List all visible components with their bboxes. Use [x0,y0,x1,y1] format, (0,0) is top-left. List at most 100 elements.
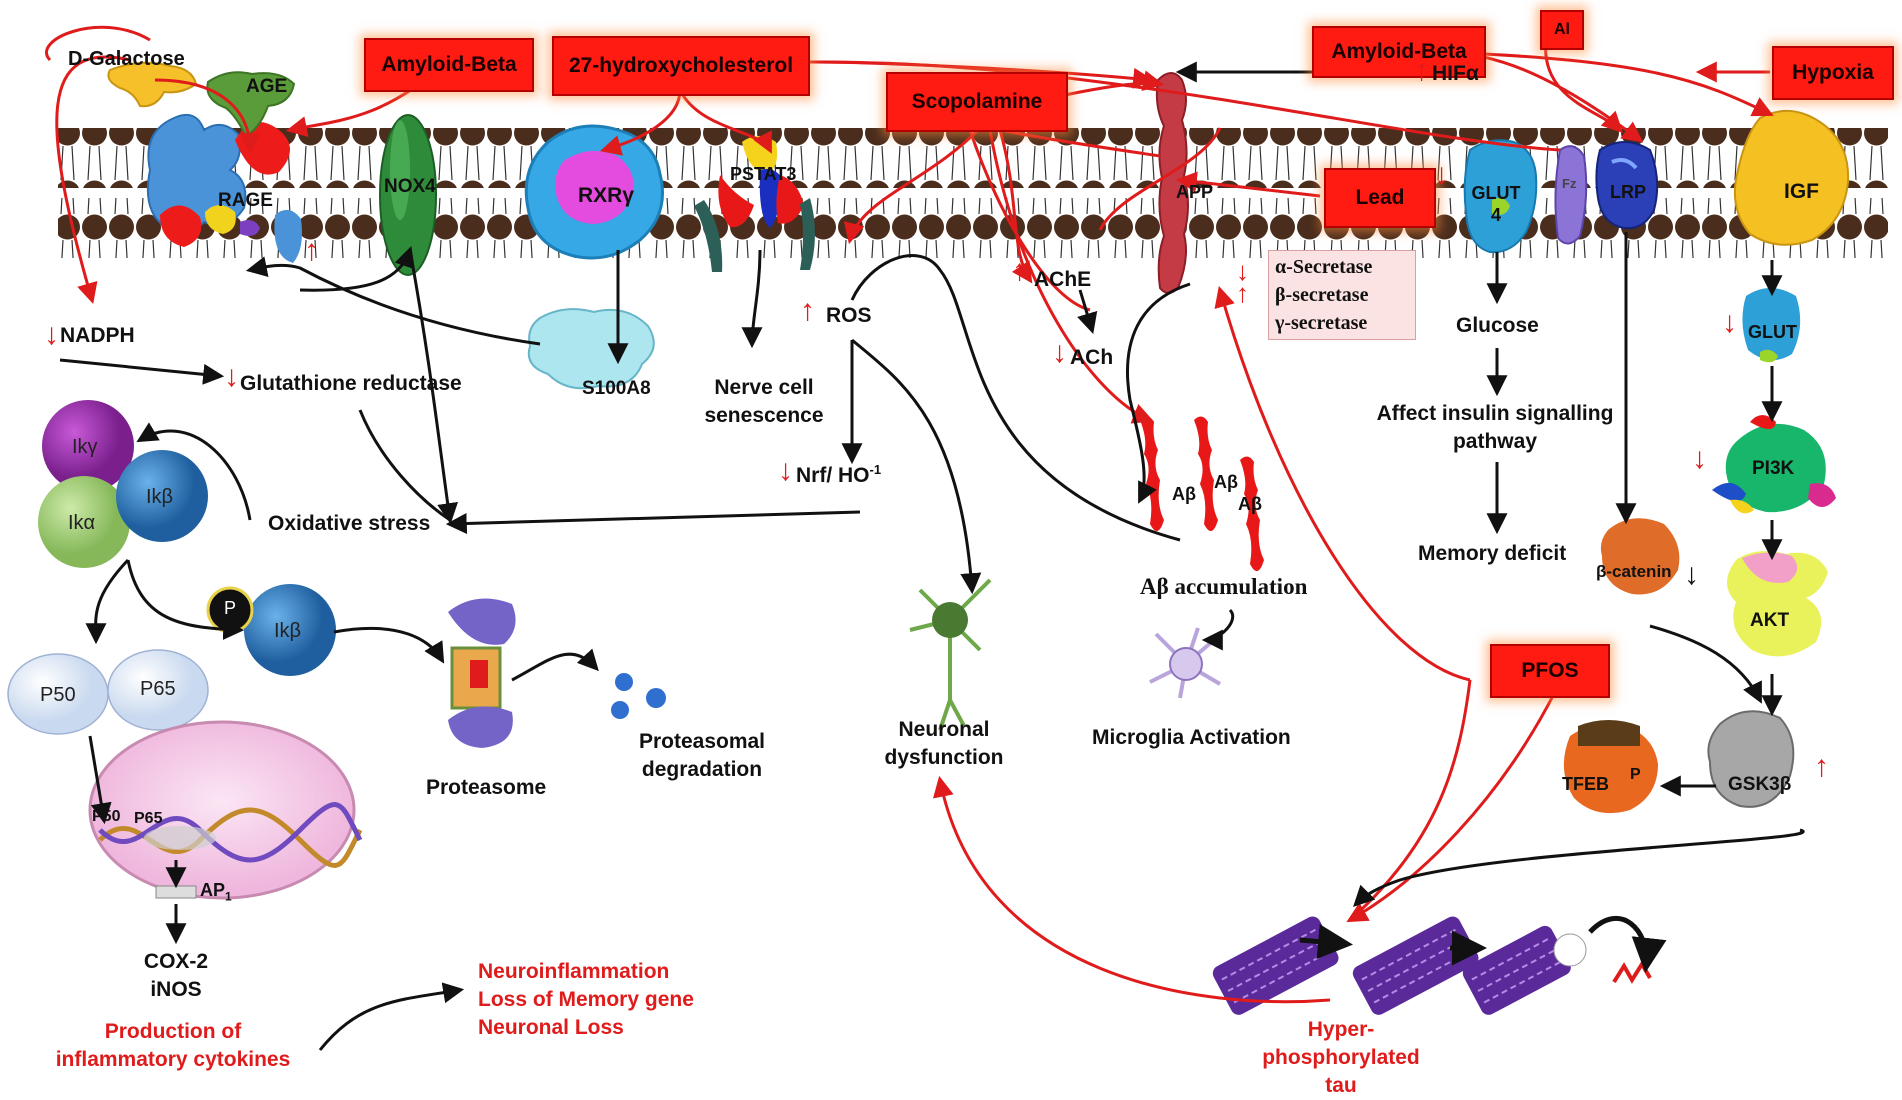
cytokines-label: Production of inflammatory cytokines [55,1020,291,1071]
p65-label: P65 [140,678,176,700]
ros-label: ROS [826,304,872,327]
app-label: APP [1176,182,1214,202]
abeta-label-1: Aβ [1172,484,1196,504]
p50-dna-label: P50 [92,808,121,825]
ap1-subscript: 1 [225,889,232,904]
age-molecule-icon [206,71,296,138]
ik-beta-icon [116,450,208,542]
secretase-list: α-Secretase β-secretase γ-secretase [1268,250,1416,340]
ach-down-arrow: ↓ [1052,336,1067,369]
nadph-down-arrow: ↓ [44,318,59,351]
nox4-label: NOX4 [384,176,436,197]
alpha-secretase-label: α-Secretase [1275,256,1373,278]
microglia-icon [1149,627,1222,699]
phosphate-label: P [224,598,237,618]
glut-label: GLUT [1748,322,1797,342]
gsk3b-up-arrow: ↑ [1814,750,1829,783]
cox2-label: COX-2 [143,950,209,973]
nerve-senescence-label: Nerve cell senescence [704,376,824,427]
s100a8-label: S100A8 [582,378,651,399]
beta-secretase-label: β-secretase [1275,284,1369,306]
microglia-activation-label: Microglia Activation [1092,726,1291,749]
glucose-label: Glucose [1456,314,1539,337]
glutathione-down-arrow: ↓ [224,360,239,393]
memory-deficit-label: Memory deficit [1418,542,1567,565]
nox4-channel-icon [379,114,437,276]
ache-up-arrow: ↑ [1012,254,1027,287]
tfeb-phospho-label: P [1630,766,1641,783]
hif-up-arrow: ↑ [1414,54,1429,87]
proteasome-icon [448,598,516,748]
lrp-receptor-icon [1595,141,1659,230]
rxr-label: RXRγ [578,184,635,207]
glutathione-label: Glutathione reductase [240,372,462,395]
lrp-label: LRP [1610,182,1646,202]
abeta-label-3: Aβ [1238,494,1262,514]
inos-label: iNOS [150,978,202,1001]
nfkb-complex [7,400,336,735]
memory-gene-loss-label: Loss of Memory gene [478,988,694,1011]
ik-alpha-icon [38,476,130,568]
pathway-diagram [7,25,1888,1051]
ache-label: AChE [1034,268,1092,291]
rage-label: RAGE [218,190,273,211]
d-galactose-molecule-icon [107,61,198,108]
glut4-down-arrow: ↓ [1434,158,1449,191]
al-stimulus: Al [1540,10,1584,50]
abeta-label-2: Aβ [1214,472,1238,492]
ik-beta-phospho-label: Ikβ [274,620,302,642]
ach-label: ACh [1070,346,1114,369]
igf-label: IGF [1784,180,1819,203]
scopolamine-stimulus: Scopolamine [886,72,1068,132]
pfos-stimulus: PFOS [1490,644,1610,698]
age-label: AGE [246,76,288,97]
neuron-icon [909,578,992,731]
secretase-arrows: ↓↑ [1236,256,1249,308]
d-galactose-label: D-Galactose [68,48,185,70]
neuronal-loss-label: Neuronal Loss [478,1016,624,1039]
pi3k-complex-icon [1712,415,1836,514]
black-arrows [59,61,1805,1051]
gamma-secretase-label: γ-secretase [1275,312,1368,334]
ik-gamma-icon [42,400,134,492]
ap1-text: AP [200,880,226,900]
hypoxia-stimulus: Hypoxia [1772,46,1894,100]
tfeb-label: TFEB [1562,774,1609,794]
insulin-pathway-label: Affect insulin signalling pathway [1376,402,1614,453]
beta-catenin-label: β-catenin [1596,562,1672,581]
neuronal-dysfunction-label: Neuronal dysfunction [884,718,1004,769]
rxr-gamma-receptor-icon [524,124,664,260]
glut-down-arrow: ↓ [1722,306,1737,339]
ik-beta-phospho-icon [244,584,336,676]
ik-gamma-label: Ikγ [72,436,98,458]
amyloid-beta-aggregates-icon [1140,416,1264,572]
tfeb-protein-icon [1563,720,1658,814]
amyloid-beta-stimulus-left: Amyloid-Beta [364,38,534,92]
nrf-label: Nrf/ HO-1 [796,462,881,488]
glut4-transporter-icon [1463,139,1538,254]
degradation-fragments-icon [611,673,666,719]
beta-catenin-down-arrow: ↓ [1684,558,1699,591]
p65-subunit-icon [107,649,209,731]
s100a8-protein-icon [527,308,655,390]
nrf-down-arrow: ↓ [778,454,793,487]
pstat3-receptor-icon [694,136,815,272]
rage-up-arrow: ↑ [304,234,319,267]
proteasome-label: Proteasome [426,776,547,799]
lead-stimulus: Lead [1324,168,1436,228]
gsk3b-label: GSK3β [1728,774,1792,795]
oxidative-stress-label: Oxidative stress [268,512,431,535]
ik-beta-label: Ikβ [146,486,174,508]
amyloid-beta-stimulus-right: Amyloid-Beta [1312,26,1486,78]
proteasomal-degradation-label: Proteasomal degradation [638,730,766,781]
rage-receptor-icon [146,114,302,263]
ros-up-arrow: ↑ [800,294,815,327]
nrf-superscript: -1 [869,462,882,477]
akt-kinase-icon [1727,551,1828,657]
beta-catenin-icon [1600,518,1680,595]
pstat3-label: PSTAT3 [730,164,797,184]
nucleus-icon [88,720,363,900]
nrf-text: Nrf/ HO [796,464,870,487]
p50-label: P50 [40,684,76,706]
pi3k-label: PI3K [1752,458,1795,479]
